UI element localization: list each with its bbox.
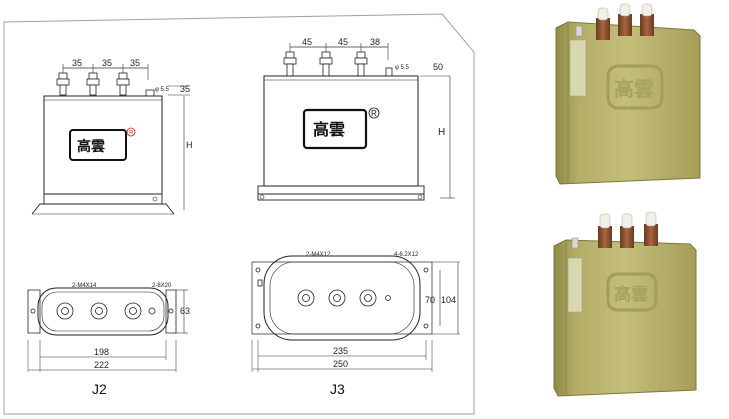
j3-height-label: H: [438, 127, 445, 138]
j2-width-inner: 198: [94, 347, 109, 357]
j2-side-dim: 63: [180, 306, 190, 316]
drawing-frame: [3, 13, 475, 415]
j2-brand-logo: 高雲: [77, 138, 105, 155]
j3-right-dim: 50: [433, 62, 443, 72]
j3-front-view: 45 45 38 φ 5.5 50 H 高雲 R: [257, 37, 455, 201]
j3-hole-label-left: 2-M4X12: [306, 252, 331, 258]
photo-bottom-brand: 高雲: [614, 284, 648, 305]
j3-terminal-dia: φ 5.5: [395, 65, 410, 71]
j3-brand-logo: 高雲: [313, 120, 345, 139]
j2-caption: J2: [92, 381, 107, 397]
j3-top-dim-3: 38: [370, 37, 380, 47]
j2-top-dim-3: 35: [130, 58, 140, 68]
j3-width-inner: 235: [333, 346, 348, 356]
j3-side-dim-inner: 70: [425, 295, 435, 305]
j3-top-dim-1: 45: [302, 37, 312, 47]
j3-hole-label-right: 4-6.2X12: [394, 252, 419, 258]
j3-caption: J3: [330, 381, 345, 397]
j2-top-view: 2-M4X14 2-8X20 63 198: [27, 283, 190, 397]
j2-height-label: H: [186, 140, 193, 150]
j3-top-view: 2-M4X12 4-6.2X12 70 104: [251, 252, 460, 397]
j2-hole-label-right: 2-8X20: [152, 283, 172, 289]
j3-top-dim-2: 45: [338, 37, 348, 47]
j3-side-dim-outer: 104: [441, 295, 456, 305]
photo-top-brand: 高雲: [614, 77, 654, 101]
capacitor-photo-top: 高雲: [555, 3, 701, 185]
j3-registered-mark: R: [371, 109, 377, 118]
j2-width-outer: 222: [94, 360, 109, 370]
j2-front-view: 35 35 35 φ 5.5 35 H: [31, 58, 193, 215]
j2-top-dim-2: 35: [102, 58, 112, 68]
j3-width-outer: 250: [333, 359, 348, 369]
j2-registered-mark: R: [129, 131, 134, 137]
j2-hole-label-left: 2-M4X14: [72, 283, 97, 289]
j2-right-dim: 35: [180, 84, 190, 94]
j2-top-dim-1: 35: [72, 58, 82, 68]
capacitor-photo-bottom: 高雲: [553, 211, 697, 397]
j2-terminal-dia: φ 5.5: [155, 87, 170, 93]
